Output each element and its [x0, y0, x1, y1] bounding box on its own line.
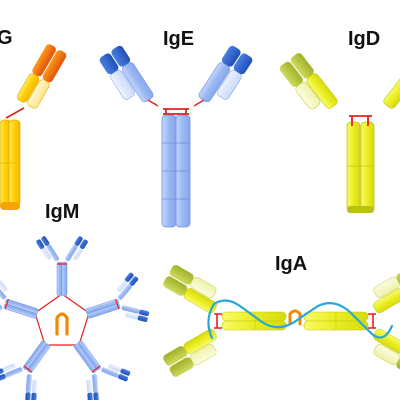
iga-j-chain — [288, 309, 302, 326]
igd-antibody: IgD — [279, 28, 400, 213]
ige-label: IgE — [163, 28, 194, 50]
igm-monomer — [0, 280, 39, 319]
iga-secretory-component — [207, 299, 394, 340]
iga-disulfide-bonds — [214, 313, 376, 329]
igm-monomer — [36, 236, 88, 297]
igd-heavy-chain-constant — [346, 121, 361, 213]
ige-disulfide-bonds — [163, 108, 189, 115]
igm-monomer — [85, 272, 150, 322]
iga-dimer: IgA — [163, 253, 400, 377]
igm-label: IgM — [45, 201, 79, 223]
iga-label: IgA — [275, 253, 307, 275]
igg-label: G — [0, 27, 13, 49]
ige-antibody: IgE — [99, 28, 253, 228]
igm-pentamer: IgM — [0, 201, 150, 400]
igd-disulfide-bonds — [349, 115, 372, 126]
igd-label: IgD — [348, 28, 380, 50]
igm-disulfide-pentagon — [34, 293, 90, 346]
igm-monomer — [73, 340, 131, 400]
igm-monomer — [0, 340, 51, 400]
igd-heavy-chain-constant — [360, 121, 375, 213]
igm-j-chain — [55, 312, 69, 336]
igg-antibody: G — [0, 27, 67, 210]
